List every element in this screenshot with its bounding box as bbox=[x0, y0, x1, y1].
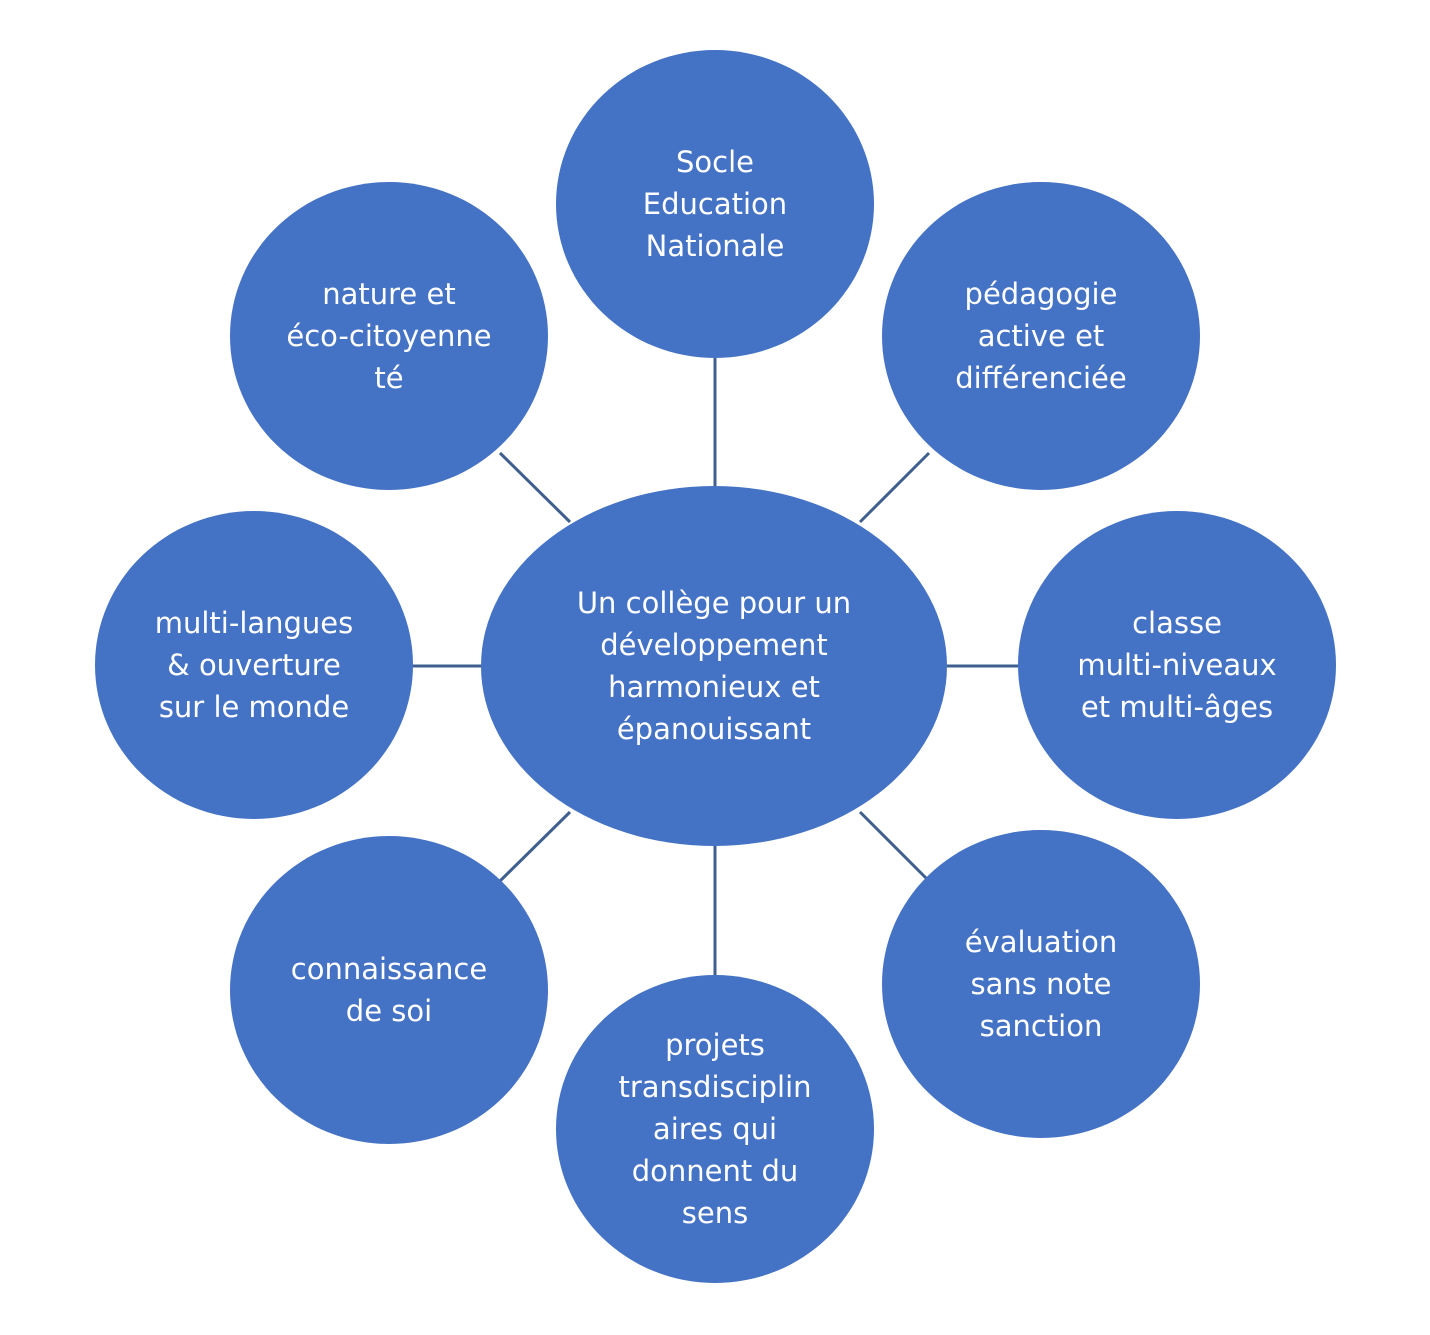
node-socle-education-nationale: Socle Education Nationale bbox=[556, 50, 874, 358]
connector-top-right bbox=[858, 451, 931, 524]
node-classe-multi-niveaux: classe multi-niveaux et multi-âges bbox=[1018, 511, 1336, 819]
node-line: et multi-âges bbox=[1080, 690, 1274, 724]
node-line: sans note bbox=[970, 967, 1112, 1001]
node-line: Nationale bbox=[645, 229, 785, 263]
center-line: Un collège pour un bbox=[576, 586, 852, 620]
node-label: projets transdisciplin aires qui donnent… bbox=[618, 1024, 811, 1234]
node-line: pédagogie bbox=[964, 277, 1118, 311]
node-label: pédagogie active et différenciée bbox=[955, 273, 1126, 399]
node-line: connaissance bbox=[290, 952, 488, 986]
connector-top-left bbox=[498, 451, 572, 524]
connector-bottom-right bbox=[858, 810, 931, 883]
node-line: classe bbox=[1132, 606, 1222, 640]
node-line: sanction bbox=[979, 1009, 1103, 1043]
node-label: nature et éco-citoyenne té bbox=[286, 273, 491, 399]
center-line: développement bbox=[600, 628, 828, 662]
node-line: de soi bbox=[345, 994, 433, 1028]
connector-bottom-left bbox=[498, 810, 572, 883]
node-evaluation-sans-note: évaluation sans note sanction bbox=[882, 830, 1200, 1138]
node-line: transdisciplin bbox=[618, 1070, 812, 1104]
node-line: éco-citoyenne bbox=[286, 319, 492, 353]
node-label: classe multi-niveaux et multi-âges bbox=[1077, 602, 1276, 728]
node-multi-langues: multi-langues & ouverture sur le monde bbox=[95, 511, 413, 819]
node-line: projets bbox=[665, 1028, 765, 1062]
node-label: évaluation sans note sanction bbox=[965, 921, 1118, 1047]
node-label: multi-langues & ouverture sur le monde bbox=[155, 602, 354, 728]
node-line: donnent du bbox=[631, 1154, 799, 1188]
node-label: connaissance de soi bbox=[291, 948, 487, 1032]
node-projets-transdisciplinaires: projets transdisciplin aires qui donnent… bbox=[556, 975, 874, 1283]
node-line: sens bbox=[681, 1196, 749, 1230]
node-line: nature et bbox=[322, 277, 456, 311]
node-line: Socle bbox=[675, 145, 754, 179]
center-node: Un collège pour un développement harmoni… bbox=[481, 486, 947, 846]
node-line: évaluation bbox=[964, 925, 1118, 959]
node-line: Education bbox=[642, 187, 788, 221]
node-line: multi-langues bbox=[154, 606, 354, 640]
center-line: épanouissant bbox=[616, 712, 812, 746]
node-line: té bbox=[374, 361, 404, 395]
center-line: harmonieux et bbox=[608, 670, 820, 704]
node-line: active et bbox=[977, 319, 1105, 353]
node-pedagogie-active: pédagogie active et différenciée bbox=[882, 182, 1200, 490]
node-line: multi-niveaux bbox=[1077, 648, 1277, 682]
node-connaissance-de-soi: connaissance de soi bbox=[230, 836, 548, 1144]
node-line: aires qui bbox=[652, 1112, 778, 1146]
node-nature-eco-citoyennete: nature et éco-citoyenne té bbox=[230, 182, 548, 490]
node-line: sur le monde bbox=[158, 690, 350, 724]
node-line: & ouverture bbox=[167, 648, 341, 682]
node-line: différenciée bbox=[955, 361, 1127, 395]
center-node-label: Un collège pour un développement harmoni… bbox=[577, 582, 851, 750]
node-label: Socle Education Nationale bbox=[643, 141, 787, 267]
